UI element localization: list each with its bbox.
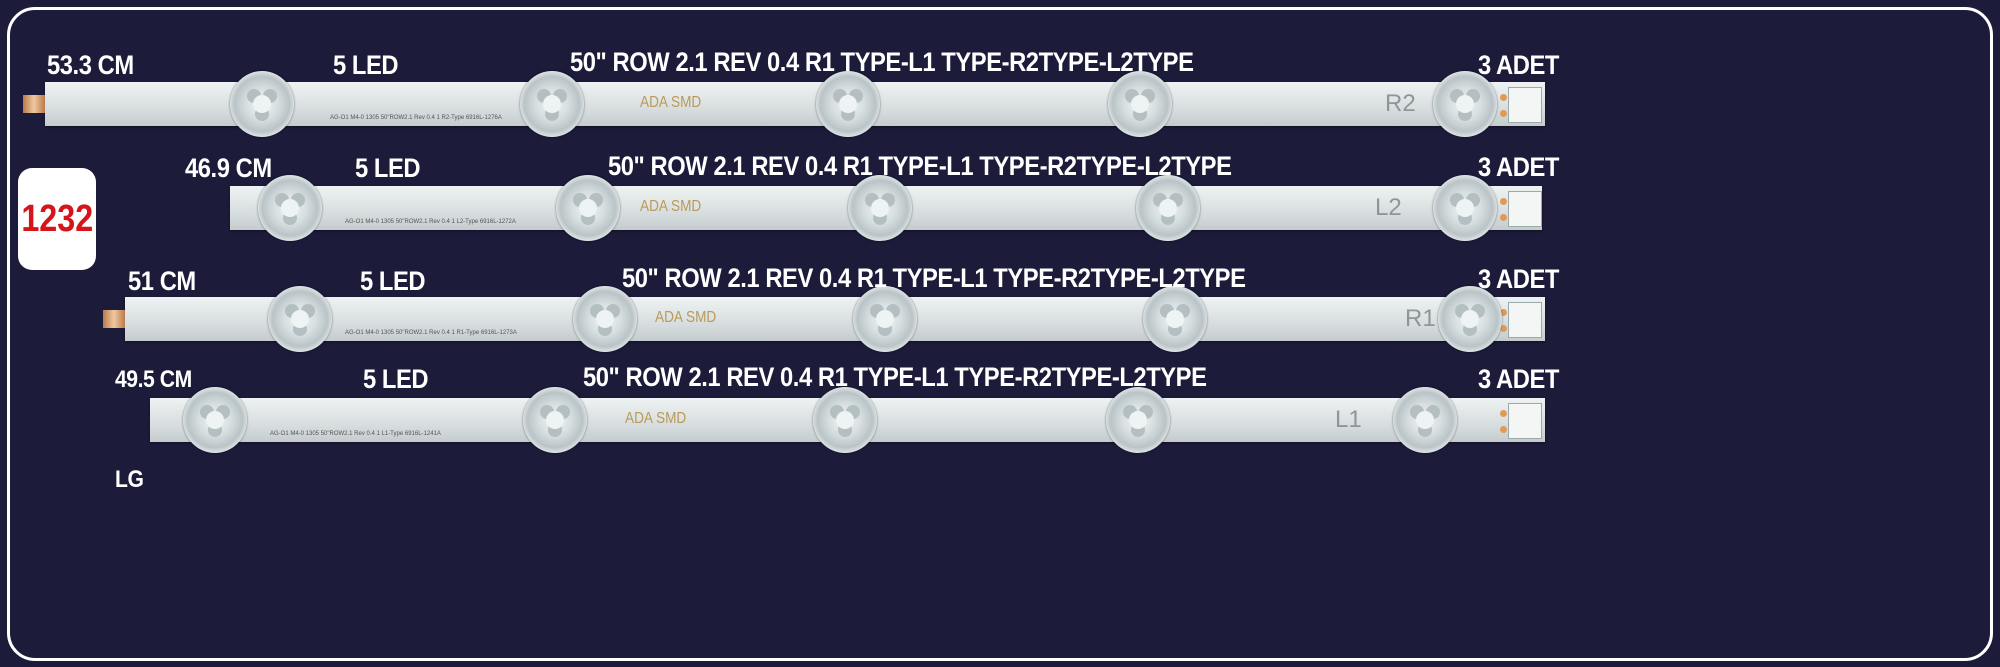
strip-3-led-lens-3	[853, 286, 917, 352]
strip-4-type-label: L1	[1335, 406, 1362, 433]
strip-3-connector-tab	[103, 310, 125, 328]
strip-2-plug	[1508, 191, 1542, 227]
strip-1-type-label: R2	[1385, 90, 1416, 117]
solder-pad	[1500, 410, 1507, 417]
row2-title: 50" ROW 2.1 REV 0.4 R1 TYPE-L1 TYPE-R2TY…	[608, 151, 1232, 181]
row1-length: 53.3 CM	[47, 50, 134, 80]
row4-title: 50" ROW 2.1 REV 0.4 R1 TYPE-L1 TYPE-R2TY…	[583, 362, 1207, 392]
strip-2-led-lens-5	[1433, 175, 1497, 241]
row3-title: 50" ROW 2.1 REV 0.4 R1 TYPE-L1 TYPE-R2TY…	[622, 263, 1246, 293]
row1-led-count: 5 LED	[333, 50, 399, 80]
solder-pad	[1500, 94, 1507, 101]
strip-1-led-lens-4	[1108, 71, 1172, 137]
led-strip-1	[45, 82, 1545, 126]
row1-quantity: 3 ADET	[1478, 50, 1559, 80]
strip-3-led-lens-4	[1143, 286, 1207, 352]
strip-1-led-lens-5	[1433, 71, 1497, 137]
row2-quantity: 3 ADET	[1478, 152, 1559, 182]
product-code-badge: 1232	[18, 168, 96, 270]
row1-title: 50" ROW 2.1 REV 0.4 R1 TYPE-L1 TYPE-R2TY…	[570, 47, 1194, 77]
row3-quantity: 3 ADET	[1478, 264, 1559, 294]
brand-label: LG	[115, 466, 144, 493]
strip-4-silkscreen: AG-O1 M4-0 1305 50"ROW2.1 Rev 0.4 1 L1-T…	[270, 431, 441, 437]
row4-length: 49.5 CM	[115, 366, 192, 393]
strip-4-led-lens-2	[523, 387, 587, 453]
product-code: 1232	[21, 197, 93, 240]
strip-3-led-lens-5	[1438, 286, 1502, 352]
strip-1-mark: ADA SMD	[640, 94, 702, 111]
strip-2-led-lens-3	[848, 175, 912, 241]
strip-2-led-lens-4	[1136, 175, 1200, 241]
strip-1-silkscreen: AG-O1 M4-0 1305 50"ROW2.1 Rev 0.4 1 R2-T…	[330, 115, 502, 121]
strip-4-led-lens-5	[1393, 387, 1457, 453]
strip-3-plug	[1508, 302, 1542, 338]
strip-1-plug	[1508, 87, 1542, 123]
strip-3-silkscreen: AG-O1 M4-0 1305 50"ROW2.1 Rev 0.4 1 R1-T…	[345, 330, 517, 336]
strip-1-led-lens-3	[816, 71, 880, 137]
strip-4-plug	[1508, 403, 1542, 439]
strip-1-connector-tab	[23, 95, 45, 113]
solder-pad	[1500, 214, 1507, 221]
strip-2-mark: ADA SMD	[640, 198, 702, 215]
strip-1-led-lens-2	[520, 71, 584, 137]
led-strip-3	[125, 297, 1545, 341]
strip-3-led-lens-1	[268, 286, 332, 352]
strip-2-silkscreen: AG-O1 M4-0 1305 50"ROW2.1 Rev 0.4 1 L2-T…	[345, 219, 516, 225]
strip-3-type-label: R1	[1405, 305, 1436, 332]
row2-led-count: 5 LED	[355, 153, 421, 183]
strip-2-type-label: L2	[1375, 194, 1402, 221]
strip-4-led-lens-3	[813, 387, 877, 453]
row2-length: 46.9 CM	[185, 153, 272, 183]
row4-led-count: 5 LED	[363, 364, 429, 394]
frame-border	[7, 7, 1993, 661]
strip-4-led-lens-1	[183, 387, 247, 453]
solder-pad	[1500, 110, 1507, 117]
row3-length: 51 CM	[128, 266, 196, 296]
row4-quantity: 3 ADET	[1478, 364, 1559, 394]
strip-3-mark: ADA SMD	[655, 309, 717, 326]
solder-pad	[1500, 198, 1507, 205]
strip-4-led-lens-4	[1106, 387, 1170, 453]
strip-1-led-lens-1	[230, 71, 294, 137]
row3-led-count: 5 LED	[360, 266, 426, 296]
strip-3-led-lens-2	[573, 286, 637, 352]
strip-2-led-lens-2	[556, 175, 620, 241]
strip-4-mark: ADA SMD	[625, 410, 687, 427]
solder-pad	[1500, 325, 1507, 332]
solder-pad	[1500, 309, 1507, 316]
solder-pad	[1500, 426, 1507, 433]
strip-2-led-lens-1	[258, 175, 322, 241]
